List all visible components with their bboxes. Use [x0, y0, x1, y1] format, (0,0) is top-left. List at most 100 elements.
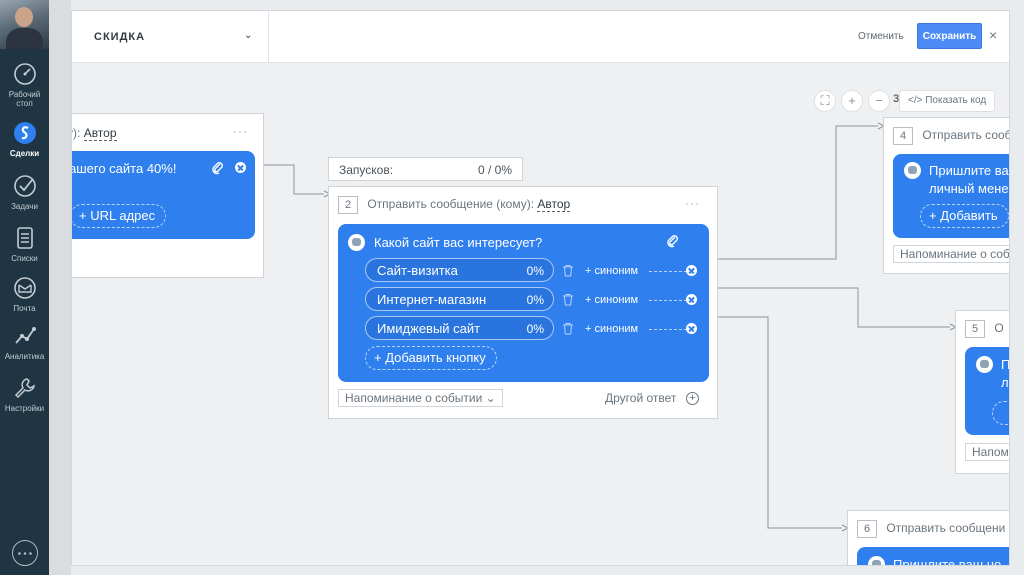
- message-bubble[interactable]: Пришлите ва личный мене + Добавить: [893, 154, 1009, 238]
- message-bubble[interactable]: Пришлите ваш но: [857, 547, 1009, 566]
- message-text[interactable]: ашего сайта 40%!: [72, 161, 177, 176]
- add-button-button[interactable]: [992, 401, 1009, 425]
- answer-percent: 0%: [526, 293, 544, 307]
- avatar[interactable]: [0, 0, 49, 49]
- pipeline-select[interactable]: СКИДКА ⌄: [72, 11, 269, 63]
- nav-label: Списки: [11, 254, 38, 263]
- bot-icon: [976, 356, 993, 373]
- node-head: 5 О: [965, 320, 1004, 338]
- wrench-icon: [14, 378, 35, 399]
- reminder-select[interactable]: Напоминание о собі: [893, 245, 1009, 263]
- add-button-button[interactable]: + Добавить кнопку: [365, 346, 497, 370]
- answer-button-option[interactable]: Сайт-визитка 0%: [365, 258, 554, 282]
- background-overlay: [49, 0, 71, 575]
- nav-item-lists[interactable]: Списки: [0, 226, 49, 263]
- node-card-5[interactable]: 5 О П лі Напом: [955, 310, 1010, 474]
- message-text[interactable]: Пришлите ваш но: [893, 557, 1002, 566]
- connection-lines: [254, 122, 958, 532]
- node-head-label: Отправить сообщени: [886, 521, 1006, 536]
- remove-icon[interactable]: [235, 162, 246, 173]
- deals-icon: [13, 122, 36, 144]
- output-connector-icon[interactable]: [686, 265, 697, 276]
- add-circle-icon[interactable]: +: [686, 392, 699, 405]
- zoom-value: 3: [893, 93, 900, 105]
- trash-icon[interactable]: [562, 264, 574, 277]
- message-text[interactable]: лі: [1001, 375, 1009, 390]
- node-head: 2 Отправить сообщение (кому): Автор: [338, 196, 571, 214]
- reminder-select[interactable]: Напоминание о событии ⌄: [338, 389, 503, 407]
- message-text[interactable]: Пришлите ва: [929, 163, 1009, 178]
- save-button[interactable]: Сохранить: [917, 23, 982, 49]
- nav-label: Аналитика: [4, 352, 45, 361]
- launches-counter: Запусков: 0 / 0%: [328, 157, 523, 181]
- node-card-6[interactable]: 6 Отправить сообщени Пришлите ваш но: [847, 510, 1009, 566]
- node-head: 6 Отправить сообщени: [857, 520, 1005, 538]
- dashboard-icon: [13, 63, 36, 85]
- nav-label: Настройки: [4, 404, 45, 413]
- launches-label: Запусков:: [339, 163, 394, 177]
- reminder-select[interactable]: Напом: [965, 443, 1009, 461]
- modal-header: СКИДКА ⌄ Отменить Сохранить ×: [72, 11, 1009, 63]
- output-connector-icon[interactable]: [686, 323, 697, 334]
- nav-label: Сделки: [9, 149, 40, 158]
- node-number: 6: [857, 520, 877, 538]
- answer-label[interactable]: Имиджевый сайт: [377, 321, 481, 336]
- message-text[interactable]: П: [1001, 357, 1010, 372]
- node-menu-icon[interactable]: ···: [233, 124, 248, 138]
- trash-icon[interactable]: [562, 293, 574, 306]
- add-synonym-link[interactable]: + синоним: [585, 294, 639, 306]
- nav-item-deals[interactable]: Сделки: [0, 121, 49, 158]
- message-bubble[interactable]: ашего сайта 40%! + URL адрес: [72, 151, 255, 239]
- node-head-label: О: [994, 321, 1004, 336]
- answer-label[interactable]: Интернет-магазин: [377, 292, 487, 307]
- nav-item-mail[interactable]: Почта: [0, 276, 49, 313]
- close-icon[interactable]: ×: [989, 27, 998, 43]
- recipient-select[interactable]: Автор: [83, 126, 117, 141]
- synonym-divider: [649, 329, 687, 330]
- nav-item-settings[interactable]: Настройки: [0, 376, 49, 413]
- synonym-divider: [649, 300, 687, 301]
- node-head: у): Автор: [72, 126, 117, 141]
- add-url-button[interactable]: + URL адрес: [72, 204, 167, 228]
- add-synonym-link[interactable]: + синоним: [585, 323, 639, 335]
- recipient-select[interactable]: Автор: [537, 197, 571, 213]
- chevron-down-icon: ⌄: [244, 30, 253, 41]
- paperclip-icon[interactable]: [209, 159, 225, 175]
- show-code-button[interactable]: </> Показать код: [899, 90, 996, 112]
- nav-label: Задачи: [11, 202, 38, 211]
- output-connector-icon[interactable]: [686, 294, 697, 305]
- bot-canvas[interactable]: у): Автор ··· ашего сайта 40%! + URL адр…: [72, 64, 1010, 566]
- answer-button-option[interactable]: Имиджевый сайт 0%: [365, 316, 554, 340]
- other-answer-link[interactable]: Другой ответ: [605, 391, 677, 405]
- fullscreen-icon[interactable]: ⛶: [814, 90, 836, 112]
- zoom-out-icon[interactable]: −: [868, 90, 890, 112]
- add-button-button[interactable]: + Добавить: [920, 204, 1009, 228]
- chat-button[interactable]: [12, 540, 38, 566]
- lists-icon: [16, 227, 33, 249]
- answer-label[interactable]: Сайт-визитка: [377, 263, 458, 278]
- node-card-2[interactable]: 2 Отправить сообщение (кому): Автор ··· …: [328, 186, 718, 419]
- nav-item-dashboard[interactable]: Рабочий стол: [0, 62, 49, 108]
- node-card-1[interactable]: у): Автор ··· ашего сайта 40%! + URL адр…: [72, 113, 264, 278]
- message-text[interactable]: личный мене: [929, 181, 1009, 196]
- chat-dots-icon: [18, 552, 32, 555]
- bot-icon: [868, 556, 885, 565]
- nav-item-analytics[interactable]: Аналитика: [0, 324, 49, 361]
- message-bubble[interactable]: П лі: [965, 347, 1010, 435]
- question-bubble[interactable]: Какой сайт вас интересует? Сайт-визитка …: [338, 224, 709, 382]
- node-card-4[interactable]: 4 Отправить сооб Пришлите ва личный мене…: [883, 117, 1009, 274]
- add-synonym-link[interactable]: + синоним: [585, 265, 639, 277]
- paperclip-icon[interactable]: [664, 232, 680, 248]
- launches-value: 0 / 0%: [477, 163, 512, 177]
- question-text[interactable]: Какой сайт вас интересует?: [374, 235, 543, 250]
- node-menu-icon[interactable]: ···: [685, 196, 700, 210]
- nav-item-tasks[interactable]: Задачи: [0, 174, 49, 211]
- answer-percent: 0%: [526, 322, 544, 336]
- nav-label: Рабочий: [8, 90, 41, 99]
- node-number: 5: [965, 320, 985, 338]
- zoom-in-icon[interactable]: +: [841, 90, 863, 112]
- trash-icon[interactable]: [562, 322, 574, 335]
- analytics-icon: [14, 327, 36, 344]
- cancel-button[interactable]: Отменить: [858, 31, 904, 42]
- answer-button-option[interactable]: Интернет-магазин 0%: [365, 287, 554, 311]
